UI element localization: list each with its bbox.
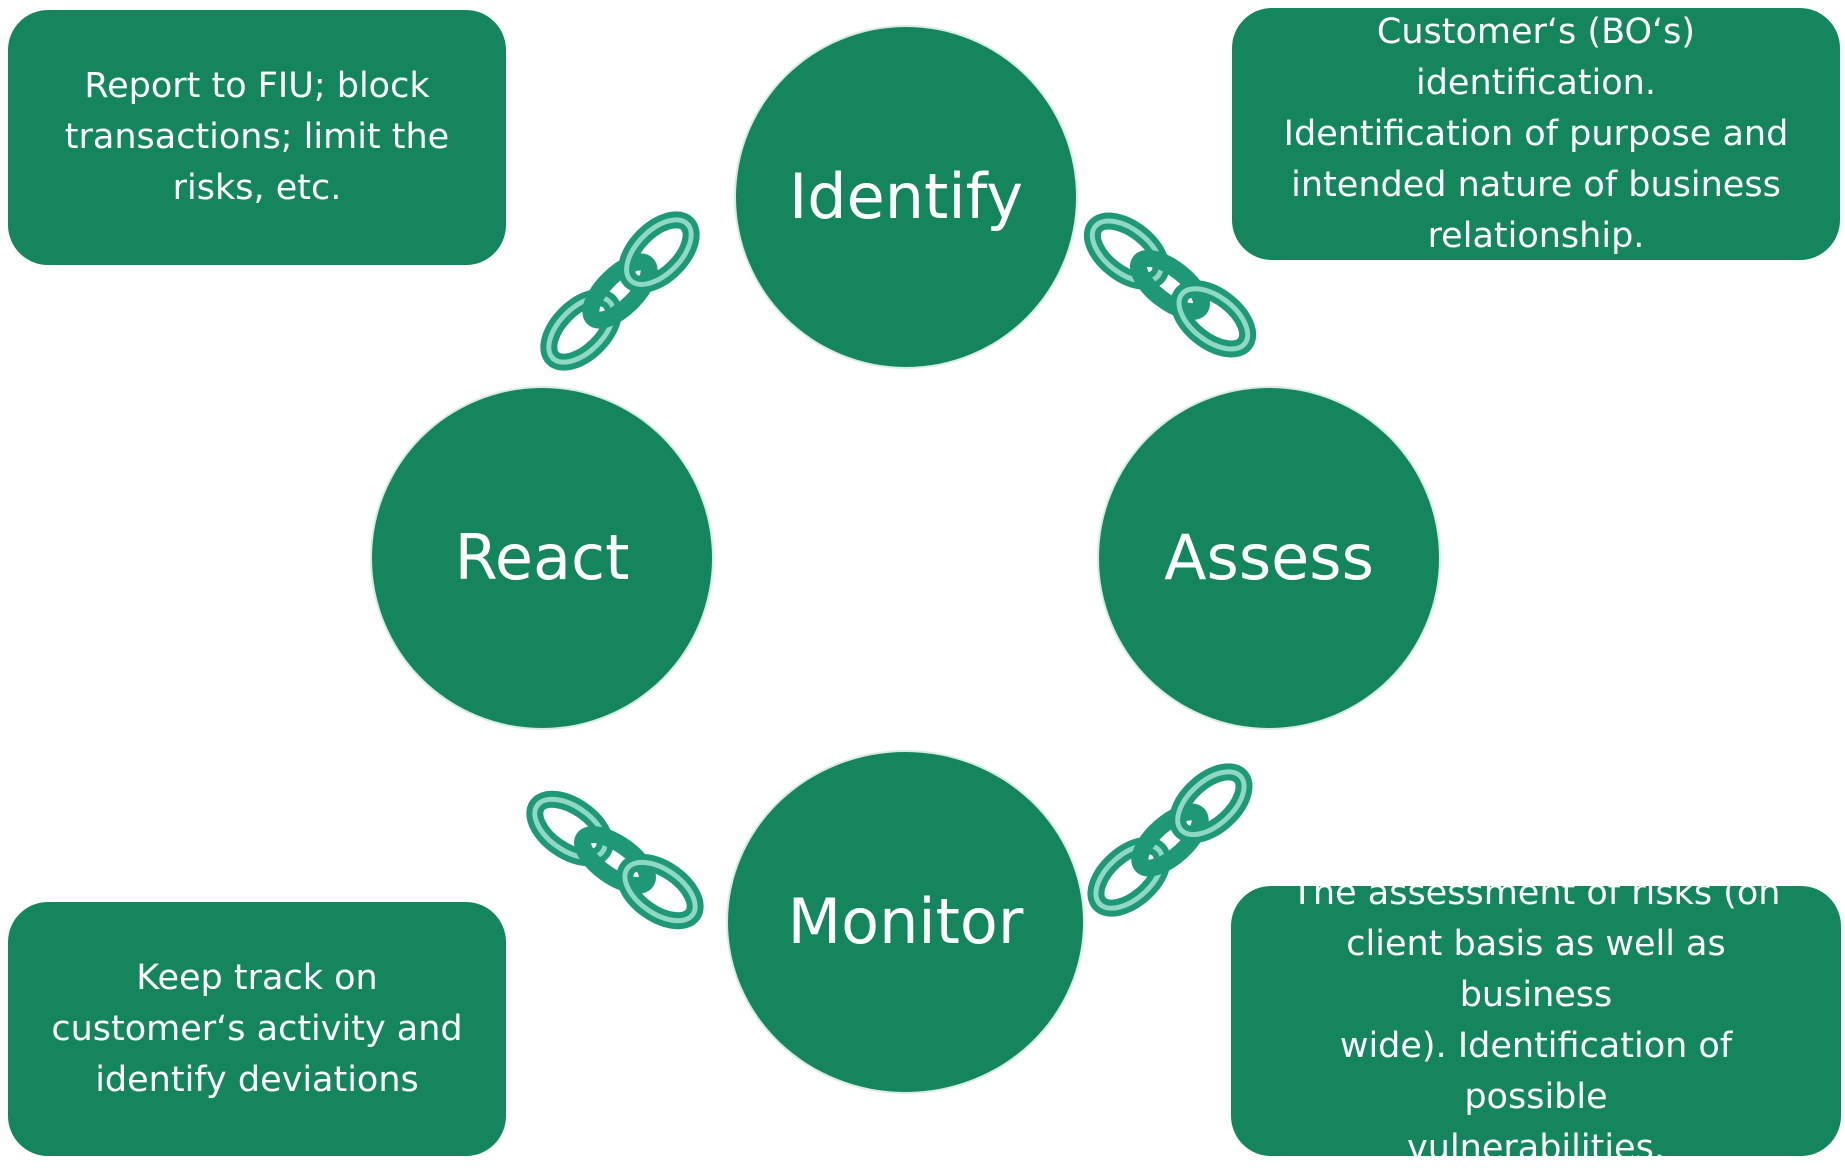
identify-description-box: Customer‘s (BO‘s) identification. Identi… [1232, 8, 1840, 260]
chain-icon-react-identify [517, 188, 722, 393]
react-circle: React [372, 388, 712, 728]
assess-description-box: The assessment of risks (on client basis… [1231, 873, 1841, 1168]
react-description-text: Report to FIU; block transactions; limit… [64, 66, 450, 208]
identify-description-text: Customer‘s (BO‘s) identification. Identi… [1283, 11, 1789, 256]
monitor-label: Monitor [787, 885, 1024, 958]
identify-label: Identify [788, 160, 1024, 233]
identify-circle: Identify [736, 27, 1076, 367]
assess-description-text: The assessment of risks (on client basis… [1291, 873, 1781, 1168]
monitor-description-text: Keep track on customer‘s activity and id… [51, 957, 463, 1100]
chain-icon-assess-monitor [1066, 740, 1275, 941]
monitor-circle: Monitor [728, 752, 1083, 1092]
chain-icon-identify-assess [1063, 188, 1276, 382]
chain-icon-monitor-react [507, 766, 722, 954]
assess-label: Assess [1164, 521, 1374, 594]
react-description-box: Report to FIU; block transactions; limit… [8, 10, 506, 265]
react-label: React [454, 521, 630, 594]
assess-circle: Assess [1099, 388, 1439, 728]
monitor-description-box: Keep track on customer‘s activity and id… [8, 902, 506, 1156]
